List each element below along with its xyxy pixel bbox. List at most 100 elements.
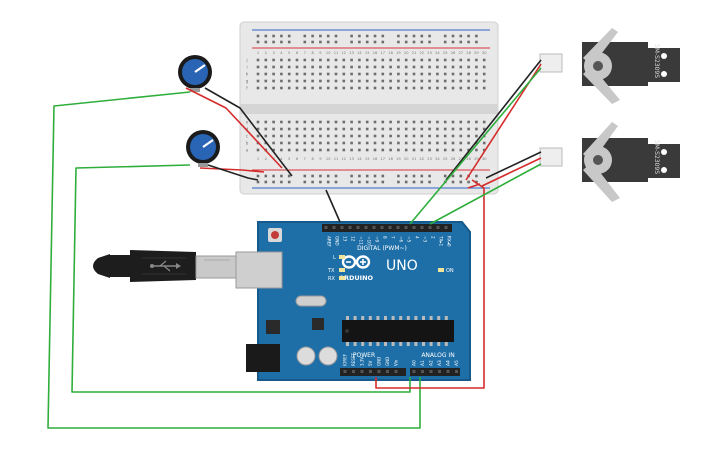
breadboard-column-number: 1 <box>257 157 259 161</box>
breadboard-column-number: 6 <box>296 157 299 161</box>
breadboard-column-number: 19 <box>396 157 401 161</box>
on-led <box>438 268 444 272</box>
wire-servo2-vcc[interactable] <box>481 157 542 187</box>
breadboard-column-number: 27 <box>459 51 464 55</box>
servo-2[interactable]: SM-S2309S <box>539 122 680 202</box>
small-ic <box>312 318 324 330</box>
microcontroller-chip <box>342 316 454 346</box>
wire-pot2-signal[interactable] <box>71 164 411 393</box>
breadboard-column-number: 25 <box>443 51 448 55</box>
wire-pot2-vcc[interactable] <box>199 167 265 173</box>
wire-pot1-signal[interactable] <box>47 91 421 429</box>
power-pin-label: 3.3V <box>360 357 365 366</box>
breadboard-column-number: 30 <box>482 51 487 55</box>
breadboard-column-number: 26 <box>451 51 456 55</box>
power-pin-label: GND <box>385 357 390 366</box>
breadboard-column-number: 27 <box>459 157 464 161</box>
power-pin-label: Vin <box>394 359 399 366</box>
potentiometer-1[interactable] <box>178 55 212 92</box>
digital-pin-label: ~11 <box>359 236 364 245</box>
breadboard-column-number: 19 <box>396 51 401 55</box>
breadboard-column-number: 12 <box>342 51 347 55</box>
potentiometer-2[interactable] <box>186 130 220 167</box>
breadboard-column-number: 9 <box>319 51 322 55</box>
breadboard-column-number: 16 <box>373 157 378 161</box>
l-led-label: L <box>333 255 336 261</box>
usb-port[interactable] <box>235 251 283 289</box>
breadboard-column-number: 17 <box>381 157 386 161</box>
servo-label: SM-S2309S <box>653 140 660 174</box>
digital-pin-label: ~9 <box>375 236 380 243</box>
breadboard-column-number: 14 <box>357 51 362 55</box>
digital-pin-label: 4 <box>415 236 420 239</box>
breadboard-column-number: 13 <box>349 157 354 161</box>
breadboard-column-number: 2 <box>265 157 267 161</box>
capacitor-2 <box>318 346 338 366</box>
breadboard-column-number: 10 <box>326 51 331 55</box>
breadboard-holes <box>256 34 486 184</box>
breadboard-column-number: 24 <box>435 157 440 161</box>
digital-pin-label: ~5 <box>407 236 412 243</box>
digital-pin-label: 8 <box>383 236 388 239</box>
reset-button-icon[interactable] <box>268 228 282 242</box>
breadboard-column-number: 29 <box>474 157 479 161</box>
digital-pin-label: ~10 <box>367 236 372 245</box>
servo-connector <box>539 53 563 73</box>
wire-analog-to-breadboard[interactable] <box>467 183 481 189</box>
breadboard-column-number: 4 <box>280 157 283 161</box>
wire-pot2-gnd[interactable] <box>207 164 259 181</box>
breadboard-column-number: 3 <box>272 51 274 55</box>
breadboard-column-number: 28 <box>466 157 471 161</box>
breadboard-row-letter: h <box>246 72 249 77</box>
breadboard-center-channel <box>240 104 498 114</box>
breadboard-row-letter: d <box>246 127 249 132</box>
breadboard-column-number: 23 <box>427 157 432 161</box>
breadboard-column-number: 9 <box>319 157 322 161</box>
breadboard-row-letter: g <box>246 79 249 84</box>
wire-servo1-signal[interactable] <box>409 67 542 225</box>
analog-pin-label: A0 <box>412 360 418 366</box>
wire-servo2-gnd[interactable] <box>485 151 542 179</box>
digital-pin-label: 2 <box>431 236 436 239</box>
breadboard-column-number: 13 <box>349 51 354 55</box>
tx-led <box>339 268 345 272</box>
wire-gnd-to-arduino[interactable] <box>325 189 341 223</box>
breadboard-column-number: 8 <box>311 157 314 161</box>
breadboard-column-number: 11 <box>334 51 339 55</box>
wires <box>47 59 542 429</box>
servo-1[interactable]: SM-S2309S <box>539 28 680 104</box>
breadboard-column-number: 28 <box>466 51 471 55</box>
wire-servo2-signal[interactable] <box>429 163 542 225</box>
wire-pot1-gnd[interactable] <box>204 87 293 177</box>
analog-header <box>410 368 460 376</box>
usb-cable-icon[interactable] <box>93 250 237 282</box>
power-pin-label: IOREF <box>343 353 348 366</box>
on-led-label: ON <box>446 268 454 274</box>
breadboard-column-number: 24 <box>435 51 440 55</box>
breadboard-column-number: 29 <box>474 51 479 55</box>
breadboard-column-number: 11 <box>334 157 339 161</box>
breadboard-column-number: 21 <box>412 157 417 161</box>
digital-pin-label: 13 <box>343 236 348 242</box>
breadboard-row-letter: b <box>246 141 249 146</box>
digital-pin-label: 12 <box>351 236 356 242</box>
digital-pin-label: ~6 <box>399 236 404 243</box>
breadboard-column-number: 6 <box>296 51 299 55</box>
wire-pot1-vcc[interactable] <box>185 87 283 169</box>
tx-led-label: TX <box>327 268 335 274</box>
breadboard-column-number: 22 <box>420 157 425 161</box>
breadboard-column-number: 17 <box>381 51 386 55</box>
wire-servo1-gnd[interactable] <box>445 59 542 181</box>
breadboard-column-number: 23 <box>427 51 432 55</box>
power-jack[interactable] <box>246 344 280 372</box>
l-led <box>339 255 345 259</box>
digital-pin-label: ~3 <box>423 236 428 243</box>
analog-pin-label: A3 <box>437 360 443 366</box>
wire-5v-to-breadboard[interactable] <box>375 179 485 389</box>
